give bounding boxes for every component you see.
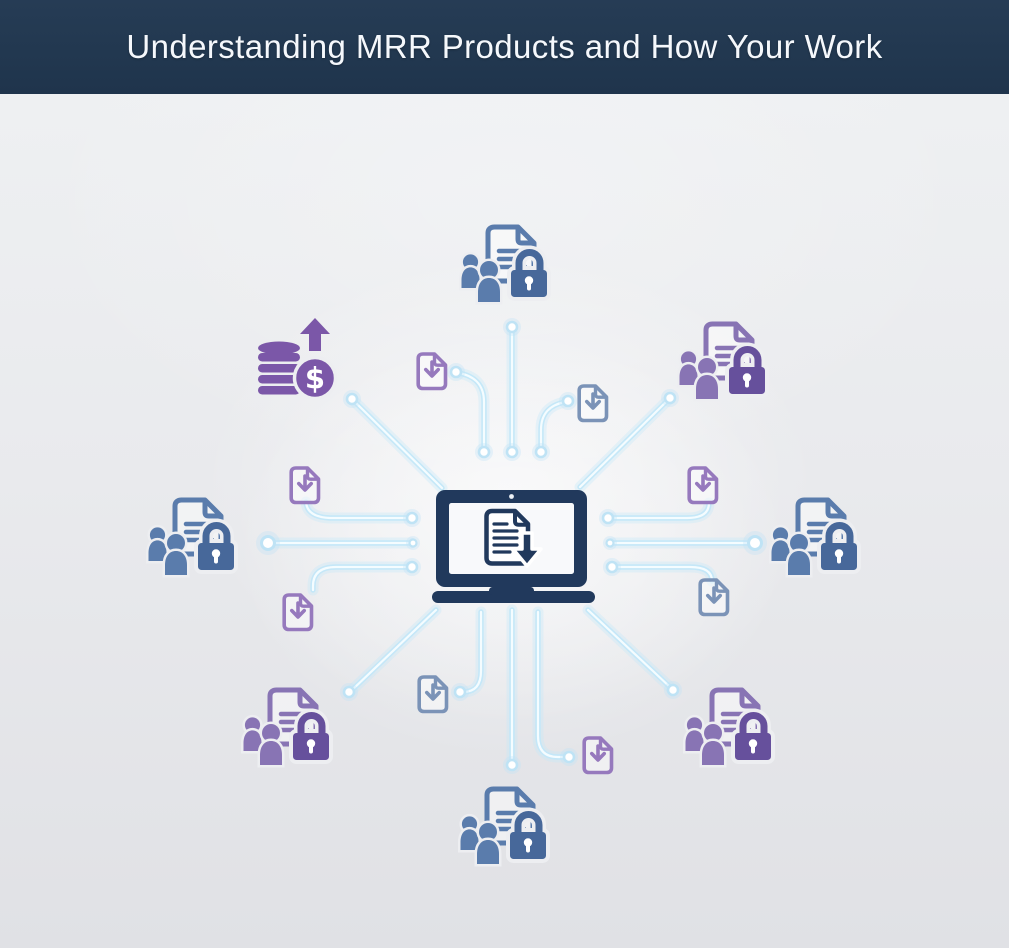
file-download-icon-inner-top-left (418, 354, 446, 389)
webcam-dot-icon (509, 494, 514, 499)
file-download-icon-inner-left-lower (284, 595, 312, 630)
file-download-icon-inner-bottom-left (419, 677, 447, 712)
diagram-svg: $ (0, 94, 1009, 948)
laptop-document-download-icon (432, 490, 595, 603)
header-bar: Understanding MRR Products and How Your … (0, 0, 1009, 94)
file-download-icon-inner-top-right (579, 386, 607, 421)
diagram-canvas: $ (0, 94, 1009, 948)
file-download-icon-inner-right-upper (689, 468, 717, 503)
secure-document-users-icon-left (149, 500, 237, 575)
file-download-icon-inner-right-lower (700, 580, 728, 615)
file-download-icon-inner-bottom-right (584, 738, 612, 773)
screen-document-download-icon (484, 508, 543, 568)
secure-document-users-icon-top (462, 227, 550, 302)
file-download-icon-inner-left-upper (291, 468, 319, 503)
page-title: Understanding MRR Products and How Your … (126, 28, 883, 65)
money-growth-icon-top-left (256, 316, 338, 401)
secure-document-users-icon-bottom (461, 789, 549, 864)
secure-document-users-icon-bottom-left (244, 690, 332, 765)
